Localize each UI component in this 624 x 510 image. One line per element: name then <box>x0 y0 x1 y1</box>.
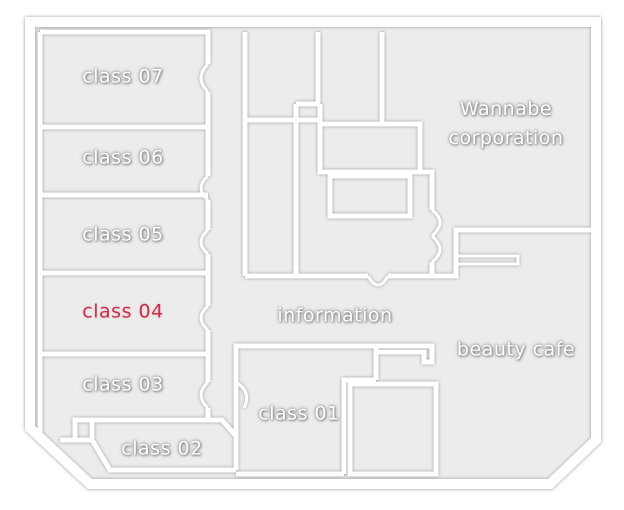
room-label-class-06[interactable]: class 06 <box>82 146 164 169</box>
room-label-class-04[interactable]: class 04 <box>82 300 164 323</box>
outer-wall <box>25 17 601 489</box>
room-label-class-05[interactable]: class 05 <box>82 223 164 246</box>
room-label-class-01[interactable]: class 01 <box>258 402 340 425</box>
building-floor <box>30 22 596 484</box>
room-label-class-03[interactable]: class 03 <box>82 373 164 396</box>
room-label-class-07[interactable]: class 07 <box>82 65 164 88</box>
room-label-wannabe-corporation[interactable]: Wannabe corporation <box>448 98 564 149</box>
room-label-information[interactable]: information <box>277 304 393 327</box>
room-label-beauty-cafe[interactable]: beauty cafe <box>456 338 576 361</box>
room-label-class-02[interactable]: class 02 <box>121 437 203 460</box>
